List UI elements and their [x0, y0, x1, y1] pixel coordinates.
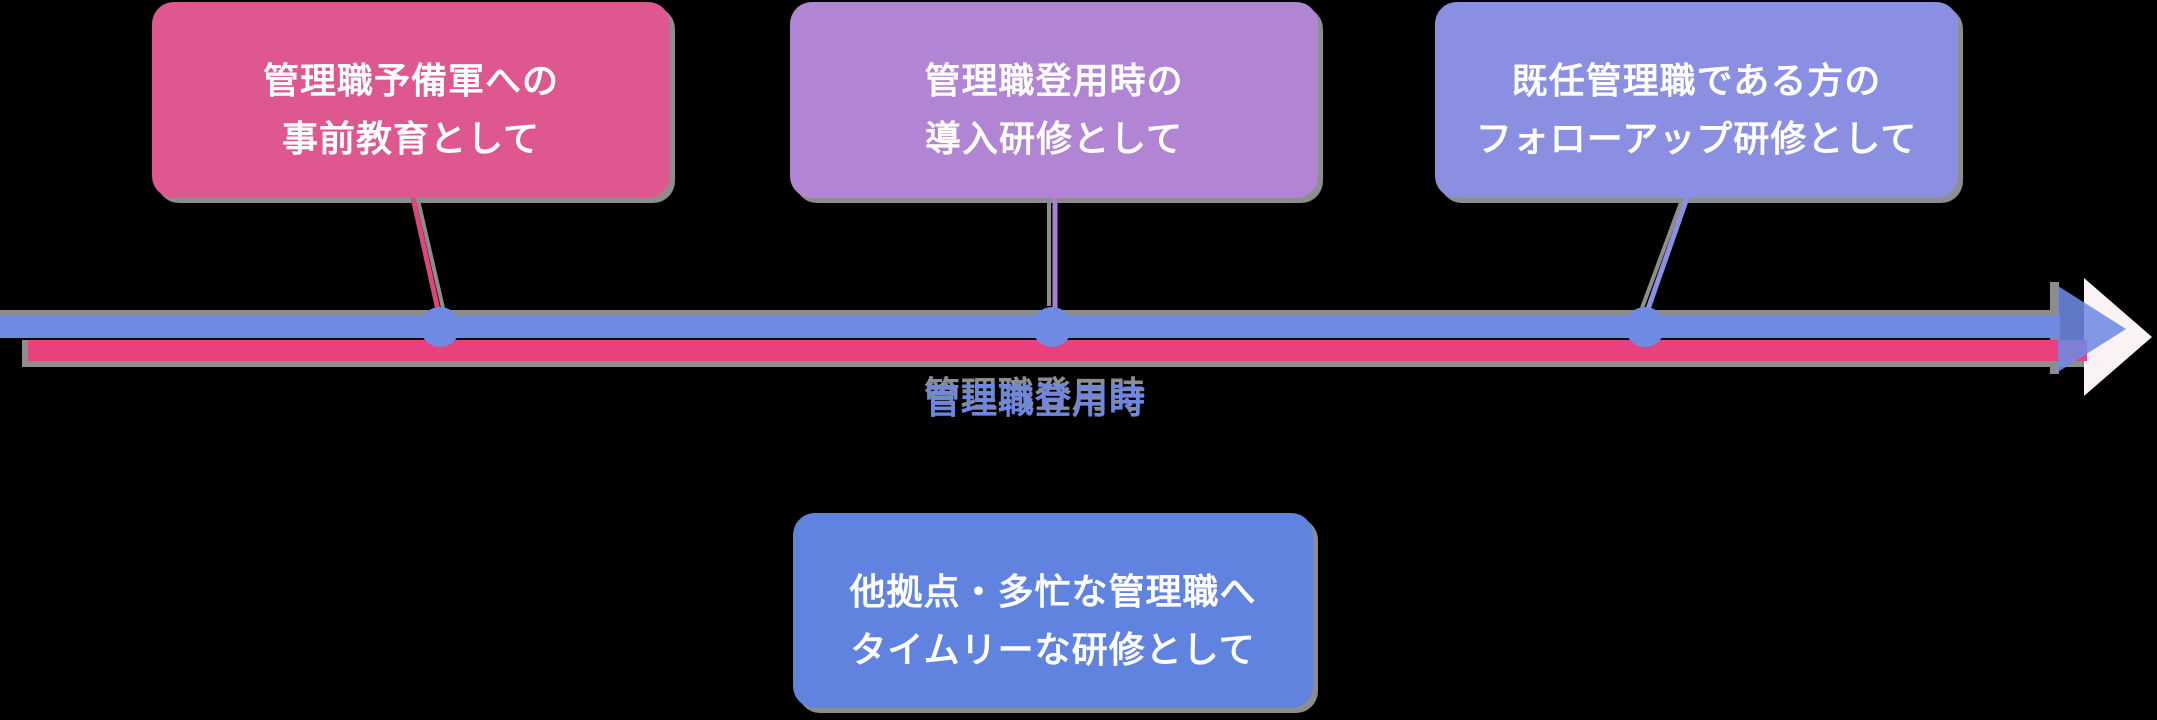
- axis-bar-pink: [28, 340, 2087, 361]
- box-pre-manager-training: 管理職予備軍への 事前教育として: [152, 2, 670, 198]
- connector-followup: [1644, 197, 1690, 313]
- box-text-line2: 導入研修として: [925, 119, 1183, 160]
- arrowhead-white-icon: [2084, 278, 2152, 396]
- box-text-line2: タイムリーな研修として: [850, 629, 1256, 671]
- timeline-node-3: [1625, 307, 1665, 347]
- timeline-node-1: [420, 307, 460, 347]
- box-induction-training: 管理職登用時の 導入研修として: [790, 2, 1318, 198]
- box-text-line1: 他拠点・多忙な管理職へ: [849, 571, 1257, 613]
- axis-shadow-top: [0, 310, 2058, 317]
- box-followup-training: 既任管理職である方の フォローアップ研修として: [1435, 2, 1958, 198]
- axis-bar-blue: [0, 316, 2060, 338]
- timeline-node-2: [1032, 307, 1072, 347]
- box-text-line2: フォローアップ研修として: [1475, 119, 1918, 160]
- timeline-label: 管理職登用時: [923, 381, 1146, 422]
- box-text-line1: 既任管理職である方の: [1511, 61, 1882, 102]
- box-text-line1: 管理職予備軍への: [262, 61, 559, 102]
- box-text-line1: 管理職登用時の: [924, 61, 1184, 102]
- box-text-line2: 事前教育として: [282, 119, 540, 160]
- box-timely-remote-training: 他拠点・多忙な管理職へ タイムリーな研修として: [793, 513, 1313, 708]
- connector-shadow-1: [416, 199, 445, 309]
- connector-shadow-3: [1640, 199, 1684, 309]
- arrowhead-blue-icon: [2058, 286, 2126, 372]
- connector-pre-manager: [410, 197, 441, 311]
